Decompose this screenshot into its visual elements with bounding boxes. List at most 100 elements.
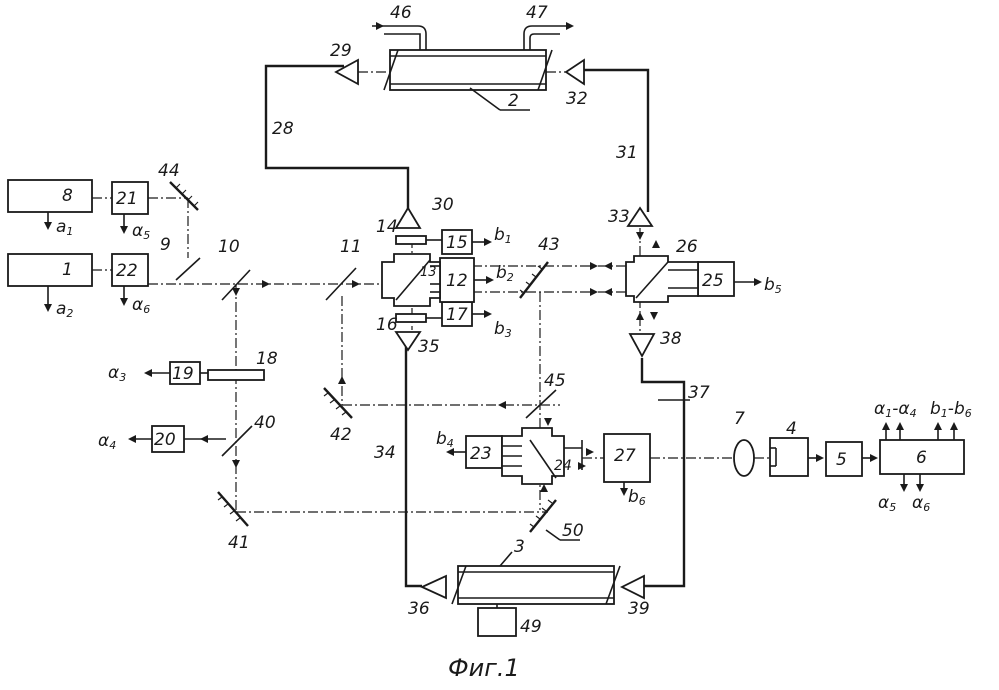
label-50: 50 — [562, 521, 584, 541]
signal-out-a5: α5 — [878, 493, 896, 514]
label-39: 39 — [628, 599, 650, 619]
label-27: 27 — [614, 446, 636, 466]
block-21 — [111, 181, 149, 215]
label-14: 14 — [376, 217, 398, 237]
signal-b6: b6 — [628, 487, 646, 508]
label-40: 40 — [254, 413, 276, 433]
mirror-41 — [217, 491, 249, 527]
signal-a6: α6 — [132, 295, 150, 316]
couplers — [334, 58, 656, 600]
label-5: 5 — [836, 450, 847, 470]
coupler-30 — [394, 206, 422, 229]
plate-14 — [395, 235, 427, 245]
label-44: 44 — [158, 161, 180, 181]
label-12: 12 — [446, 271, 468, 291]
plate-16 — [395, 313, 427, 323]
label-31: 31 — [616, 143, 638, 163]
block-5 — [825, 441, 863, 477]
label-13: 13 — [420, 265, 437, 280]
mirrors — [169, 181, 557, 533]
label-24: 24 — [554, 458, 572, 474]
prism-unit-24 — [501, 427, 583, 485]
label-23: 23 — [470, 444, 492, 464]
signal-a5: α5 — [132, 221, 150, 242]
signal-a1: a1 — [56, 217, 73, 238]
coupler-35 — [394, 331, 422, 352]
signal-b5: b5 — [764, 275, 782, 296]
label-41: 41 — [228, 533, 250, 553]
coupler-29 — [334, 58, 359, 86]
label-7: 7 — [734, 409, 745, 429]
label-8: 8 — [62, 186, 73, 206]
block-6 — [879, 439, 965, 475]
label-21: 21 — [116, 189, 138, 209]
beam-splitters — [175, 257, 557, 457]
fiber-lines — [264, 25, 686, 588]
mirror-50 — [529, 499, 557, 533]
signal-a4: α4 — [98, 431, 116, 452]
label-22: 22 — [116, 261, 138, 281]
coupler-32 — [564, 58, 585, 86]
signal-b3: b3 — [494, 319, 512, 340]
plates — [395, 235, 442, 323]
label-17: 17 — [446, 305, 468, 325]
label-42: 42 — [330, 425, 352, 445]
label-34: 34 — [374, 443, 396, 463]
label-46: 46 — [390, 3, 412, 23]
label-45: 45 — [544, 371, 566, 391]
label-29: 29 — [330, 41, 352, 61]
label-9: 9 — [160, 235, 171, 255]
label-15: 15 — [446, 233, 468, 253]
label-49: 49 — [520, 617, 542, 637]
label-20: 20 — [154, 430, 176, 450]
label-33: 33 — [608, 207, 630, 227]
arrows — [44, 22, 958, 496]
blocks — [7, 179, 965, 637]
label-35: 35 — [418, 337, 440, 357]
coupler-36 — [419, 574, 447, 600]
splitter-45 — [525, 389, 557, 419]
mirror-44 — [169, 181, 199, 211]
element-18 — [207, 369, 265, 381]
tube-3 — [451, 565, 621, 605]
label-37: 37 — [688, 383, 710, 403]
block-27 — [603, 433, 651, 483]
splitter-11 — [325, 267, 357, 301]
label-30: 30 — [432, 195, 454, 215]
coupler-33 — [626, 206, 654, 227]
label-43: 43 — [538, 235, 560, 255]
tube-2 — [383, 49, 553, 91]
label-38: 38 — [660, 329, 682, 349]
label-28: 28 — [272, 119, 294, 139]
label-36: 36 — [408, 599, 430, 619]
block-22 — [111, 253, 149, 287]
label-16: 16 — [376, 315, 398, 335]
label-26: 26 — [676, 237, 698, 257]
signal-a3: α3 — [108, 363, 126, 384]
coupler-39 — [619, 574, 645, 600]
block-49 — [477, 607, 517, 637]
mirror-43 — [519, 261, 549, 299]
label-1: 1 — [62, 260, 73, 280]
leader-lines — [469, 87, 690, 567]
prism-unit-26 — [625, 255, 699, 303]
signal-range-b: b1-b6 — [930, 399, 972, 420]
label-6: 6 — [916, 448, 927, 468]
lens-7 — [733, 439, 755, 477]
signal-range-a: α1-α4 — [874, 399, 917, 420]
splitter-10 — [221, 269, 251, 301]
label-10: 10 — [218, 237, 240, 257]
signal-out-a6: α6 — [912, 493, 930, 514]
block-25 — [697, 261, 735, 297]
reference-labels: 8 1 21 22 44 9 10 11 14 30 15 13 12 16 1… — [62, 3, 927, 637]
signal-b2: b2 — [496, 263, 514, 284]
label-3: 3 — [514, 537, 525, 557]
block-8 — [7, 179, 93, 213]
label-2: 2 — [508, 91, 519, 111]
figure-caption: Фиг.1 — [448, 654, 520, 682]
label-47: 47 — [526, 3, 548, 23]
mirror-42 — [323, 387, 353, 419]
label-4: 4 — [786, 419, 797, 439]
prism-unit-11-13 — [381, 253, 441, 307]
